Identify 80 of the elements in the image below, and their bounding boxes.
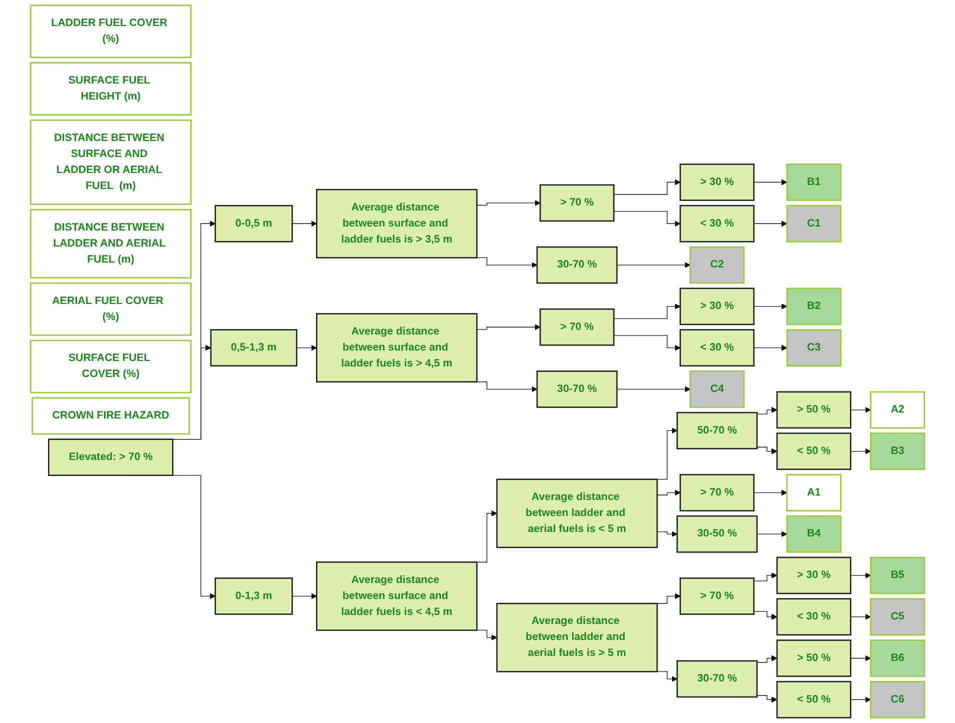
node-box: < 50 %: [776, 680, 852, 718]
node-box: AERIAL FUEL COVER (%): [30, 282, 192, 336]
arrow: [754, 490, 788, 496]
node-box: B6: [870, 640, 926, 677]
node-box: B5: [870, 556, 926, 594]
node-box: > 70 %: [680, 577, 755, 615]
node-box: C3: [786, 329, 842, 366]
arrow: [614, 211, 681, 227]
node-box: < 30 %: [680, 329, 755, 366]
node-box: > 70 %: [540, 308, 614, 346]
node-box: Average distance between surface and ladder fuels is > 4,5 m: [316, 313, 478, 383]
node-box: DISTANCE BETWEEN LADDER AND AERIAL FUEL (m): [30, 208, 192, 278]
arrow: [656, 531, 678, 537]
arrow: [850, 406, 871, 413]
arrow: [476, 324, 540, 330]
arrow: [850, 696, 871, 703]
node-box: > 30 %: [776, 556, 852, 594]
node-box: B4: [786, 515, 842, 553]
node-box: Average distance between ladder and aerial fuels is > 5 m: [496, 602, 658, 672]
node-box: 30-50 %: [676, 515, 758, 553]
arrow: [850, 614, 871, 620]
node-box: > 70 %: [680, 474, 755, 512]
node-box: 0-0,5 m: [214, 204, 293, 242]
node-box: B3: [870, 432, 926, 470]
node-box: LADDER FUEL COVER (%): [30, 4, 192, 58]
node-box: > 30 %: [680, 288, 755, 326]
arrow: [756, 446, 778, 454]
arrow: [754, 303, 788, 310]
node-box: 0,5-1,3 m: [210, 329, 298, 366]
arrow: [850, 448, 871, 454]
node-box: B1: [786, 164, 842, 201]
arrow: [850, 655, 871, 662]
node-box: 30-70 %: [536, 246, 618, 284]
node-box: SURFACE FUEL HEIGHT (m): [30, 62, 192, 116]
node-box: > 70 %: [540, 184, 614, 222]
node-box: 0-1,3 m: [214, 577, 293, 615]
node-box: Average distance between surface and ladder fuels is < 4,5 m: [316, 561, 478, 631]
node-box: Average distance between ladder and aerial fuels is < 5 m: [496, 478, 658, 548]
node-box: Elevated: > 70 %: [48, 438, 174, 476]
node-box: > 30 %: [680, 164, 755, 201]
node-box: A1: [786, 474, 842, 512]
node-box: < 30 %: [776, 598, 852, 636]
arrow: [754, 611, 778, 620]
arrow: [616, 262, 690, 268]
arrow: [756, 406, 778, 414]
arrow: [614, 179, 681, 195]
node-box: SURFACE FUEL COVER (%): [30, 340, 192, 394]
node-box: CROWN FIRE HAZARD: [32, 397, 190, 435]
node-box: C5: [870, 598, 926, 636]
arrow: [656, 490, 681, 496]
arrow: [754, 220, 788, 227]
node-box: 30-70 %: [536, 370, 618, 408]
node-box: 50-70 %: [676, 412, 758, 450]
arrow: [476, 200, 540, 206]
node-box: > 50 %: [776, 391, 852, 429]
arrow: [296, 344, 317, 351]
node-box: B2: [786, 288, 842, 326]
arrow: [614, 303, 681, 319]
arrow: [850, 572, 871, 578]
arrow: [756, 655, 778, 663]
node-box: C6: [870, 680, 926, 718]
arrow: [756, 531, 788, 537]
arrow: [292, 593, 317, 600]
arrow: [616, 386, 690, 392]
arrow: [292, 220, 317, 227]
node-box: A2: [870, 391, 926, 429]
node-box: Average distance between surface and ladder fuels is > 3,5 m: [316, 188, 478, 258]
node-box: C1: [786, 204, 842, 242]
arrow: [614, 335, 681, 351]
arrow: [754, 572, 778, 582]
arrow: [754, 179, 788, 186]
node-box: < 30 %: [680, 204, 755, 242]
arrow: [754, 344, 788, 351]
arrow: [756, 695, 778, 703]
node-box: C4: [690, 370, 745, 408]
node-box: C2: [690, 246, 745, 284]
node-box: DISTANCE BETWEEN SURFACE AND LADDER OR AERIAL FUEL (m): [30, 120, 192, 205]
node-box: 30-70 %: [676, 660, 758, 698]
node-box: > 50 %: [776, 640, 852, 677]
node-box: < 50 %: [776, 432, 852, 470]
